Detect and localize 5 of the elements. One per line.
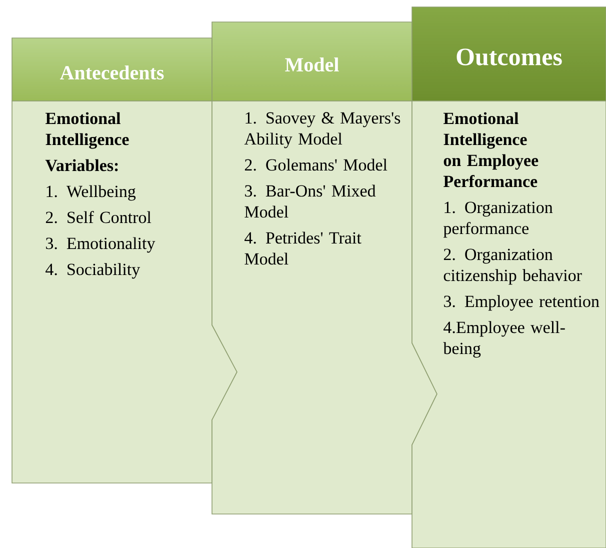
header-box: Outcomes xyxy=(412,6,606,102)
header-box: Model xyxy=(212,22,412,102)
header-box: Antecedents xyxy=(12,38,212,102)
column-panel: Emotional Intelligence on Employee Performance 1. Organization performance 2. Organization citizenship behavior 3. Employee retention 4.Employee well-being xyxy=(412,100,606,548)
column-panel: 1. Saovey & Mayers's Ability Model 2. Golemans' Model 3. Bar-Ons' Mixed Model 4. Petrides' Trait Model xyxy=(212,100,438,514)
